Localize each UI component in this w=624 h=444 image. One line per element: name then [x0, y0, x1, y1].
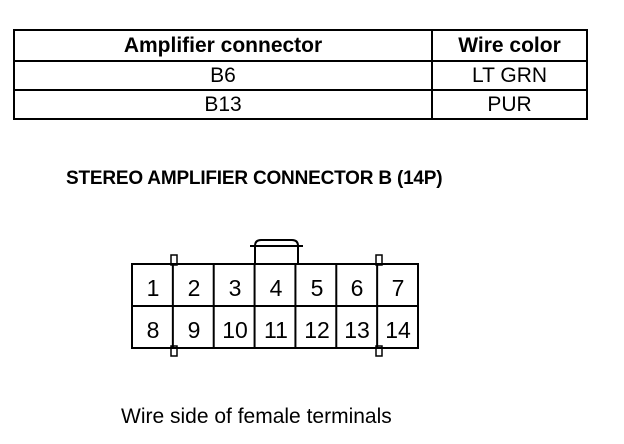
pins-bottom-row: 8 9 10 11 12 13 14	[147, 317, 411, 343]
wire-color-table: Amplifier connector Wire color B6 LT GRN…	[13, 29, 588, 120]
diagram-caption: Wire side of female terminals	[121, 405, 392, 428]
pin-label: 2	[188, 275, 201, 301]
cell-connector: B13	[13, 89, 433, 120]
header-wire-color: Wire color	[431, 29, 588, 62]
table-row: B6 LT GRN	[13, 60, 588, 91]
cell-wire-color: PUR	[431, 89, 588, 120]
table-header-row: Amplifier connector Wire color	[13, 29, 588, 62]
pin-label: 8	[147, 317, 160, 343]
diagram-title: STEREO AMPLIFIER CONNECTOR B (14P)	[66, 168, 443, 189]
cell-connector: B6	[13, 60, 433, 91]
table-row: B13 PUR	[13, 89, 588, 120]
cell-wire-color: LT GRN	[431, 60, 588, 91]
pin-label: 14	[385, 317, 411, 343]
connector-cell-dividers	[171, 264, 379, 348]
pins-top-row: 1 2 3 4 5 6 7	[147, 275, 405, 301]
pin-label: 12	[304, 317, 330, 343]
connector-notch	[375, 345, 383, 357]
pin-label: 7	[392, 275, 405, 301]
pin-label: 4	[270, 275, 283, 301]
pin-label: 3	[229, 275, 242, 301]
connector-notch	[170, 345, 178, 357]
pin-label: 11	[264, 317, 288, 343]
pin-label: 13	[344, 317, 370, 343]
pin-label: 9	[188, 317, 201, 343]
pin-label: 5	[311, 275, 324, 301]
pin-label: 6	[351, 275, 364, 301]
header-amplifier-connector: Amplifier connector	[13, 29, 433, 62]
connector-lock-tab	[254, 239, 299, 264]
pin-label: 10	[222, 317, 248, 343]
pin-label: 1	[147, 275, 160, 301]
